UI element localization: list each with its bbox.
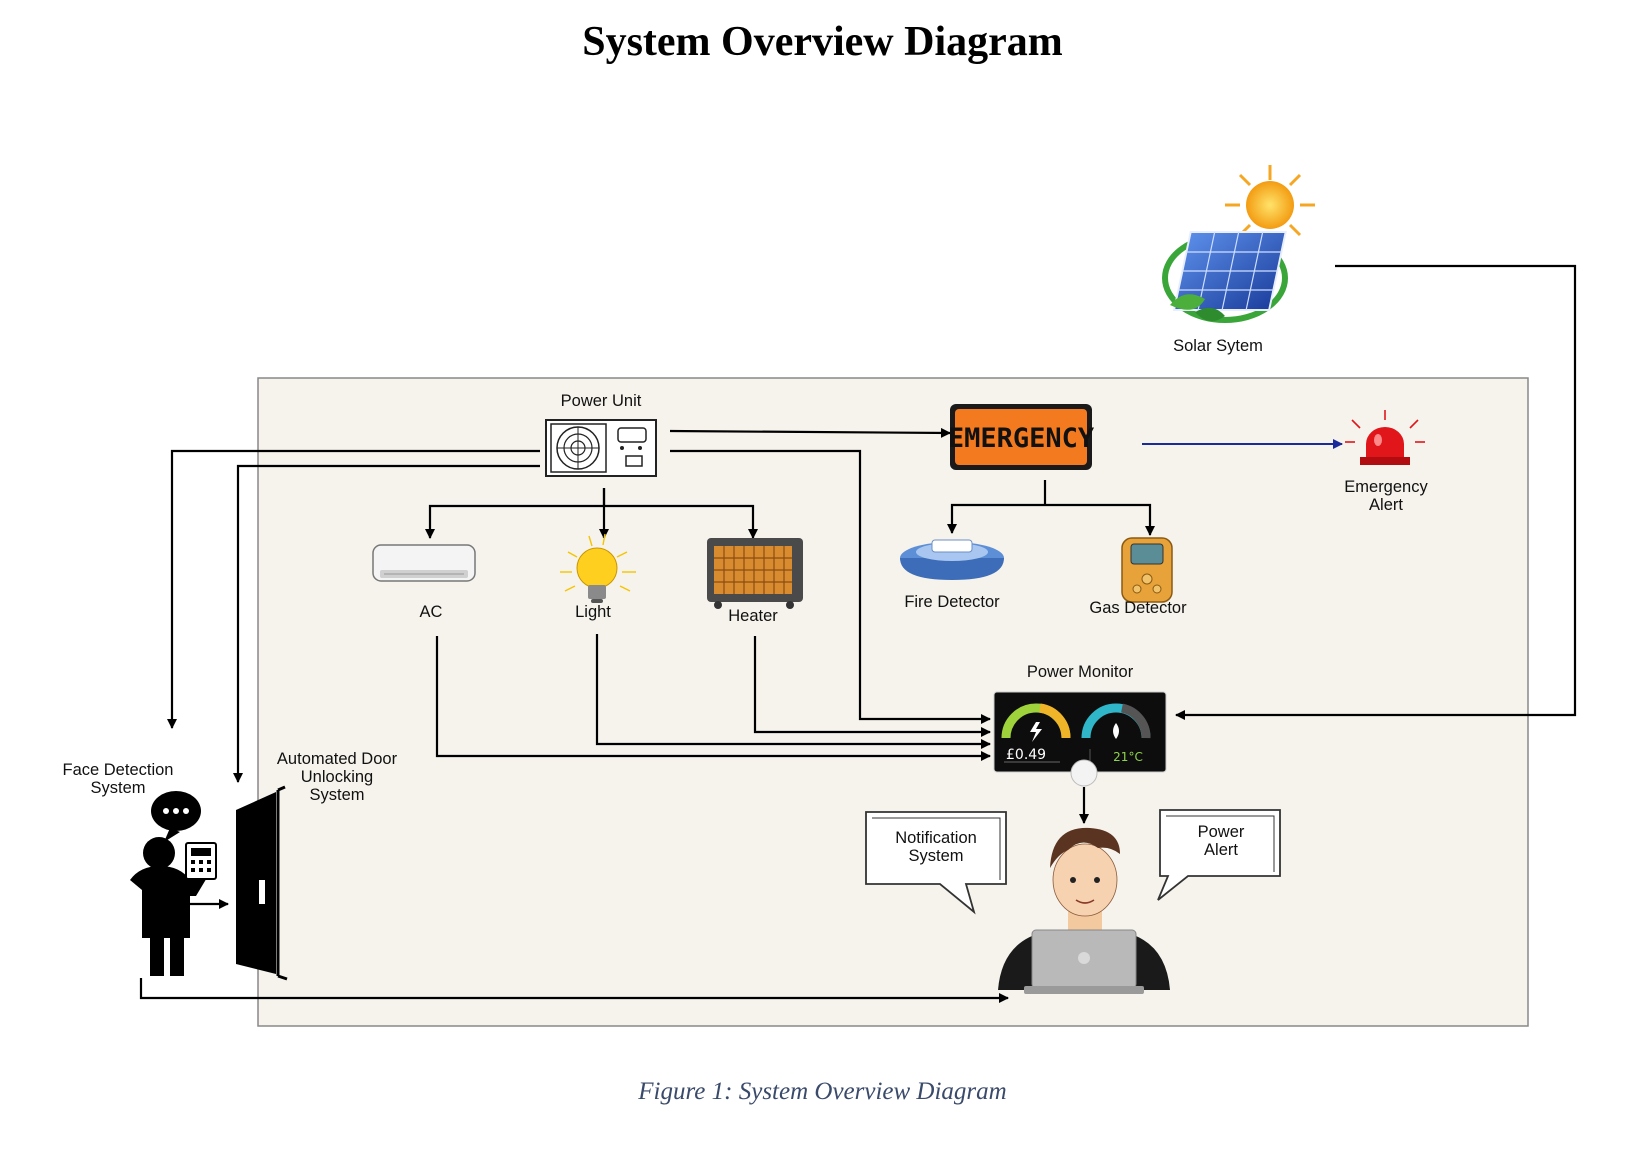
connector-power-emergency	[669, 427, 951, 438]
connector-power-face	[167, 449, 540, 729]
connector-ac-monitor	[435, 636, 991, 761]
air-conditioner-icon	[372, 544, 476, 582]
emergency-alert-label-2: Alert	[1369, 496, 1403, 514]
system-boundary	[257, 377, 1529, 1027]
connector-power-ac	[425, 504, 604, 539]
light-label: Light	[575, 603, 611, 621]
connector-solar-monitor	[1175, 264, 1577, 720]
power-alert-label-1: Power	[1198, 823, 1245, 841]
energy-monitor-icon	[993, 691, 1167, 787]
gas-detector-label: Gas Detector	[1089, 599, 1187, 617]
connector-power-door	[233, 464, 540, 783]
power-monitor-temp: 21°C	[1113, 750, 1143, 764]
power-supply-icon	[545, 419, 657, 477]
ac-label: AC	[420, 603, 443, 621]
person-laptop-icon	[998, 827, 1170, 994]
power-unit-label: Power Unit	[561, 392, 642, 410]
heater-label: Heater	[728, 607, 778, 625]
face-detection-label-2: System	[90, 779, 145, 797]
notification-bubble	[865, 811, 1007, 915]
face-detection-label-1: Face Detection	[63, 761, 174, 779]
figure-caption: Figure 1: System Overview Diagram	[638, 1078, 1007, 1105]
connector-face-user	[139, 978, 1009, 1003]
notification-label-2: System	[908, 847, 963, 865]
power-monitor-label: Power Monitor	[1027, 663, 1134, 681]
siren-icon	[1345, 410, 1425, 465]
solar-panel-icon	[1162, 165, 1315, 323]
connectors	[139, 264, 1577, 1003]
door-label-2: Unlocking	[301, 768, 373, 786]
emergency-sign	[950, 404, 1092, 470]
emergency-sign-text: EMERGENCY	[948, 423, 1095, 454]
power-alert-bubble	[1157, 809, 1281, 901]
connector-power-heater	[604, 504, 758, 539]
power-alert-label-2: Alert	[1204, 841, 1238, 859]
notification-label-1: Notification	[895, 829, 977, 847]
page-title: System Overview Diagram	[582, 19, 1063, 65]
light-bulb-icon	[560, 533, 636, 603]
door-label-1: Automated Door	[277, 750, 398, 768]
connector-heater-monitor	[753, 636, 991, 737]
connector-light-monitor	[595, 634, 991, 749]
person-keypad-icon	[130, 791, 217, 976]
power-monitor-price: £0.49	[1006, 747, 1046, 763]
emergency-alert-label-1: Emergency	[1344, 478, 1428, 496]
connector-emergency-fire	[947, 503, 1045, 534]
heater-icon	[707, 538, 803, 609]
connector-emergency-gas	[1045, 503, 1155, 536]
solar-label: Solar Sytem	[1173, 337, 1263, 355]
door-label-3: System	[309, 786, 364, 804]
door-icon	[236, 785, 288, 981]
smoke-detector-icon	[900, 539, 1004, 580]
fire-detector-label: Fire Detector	[904, 593, 1000, 611]
connector-power-monitor	[670, 449, 991, 724]
gas-detector-icon	[1121, 537, 1173, 603]
